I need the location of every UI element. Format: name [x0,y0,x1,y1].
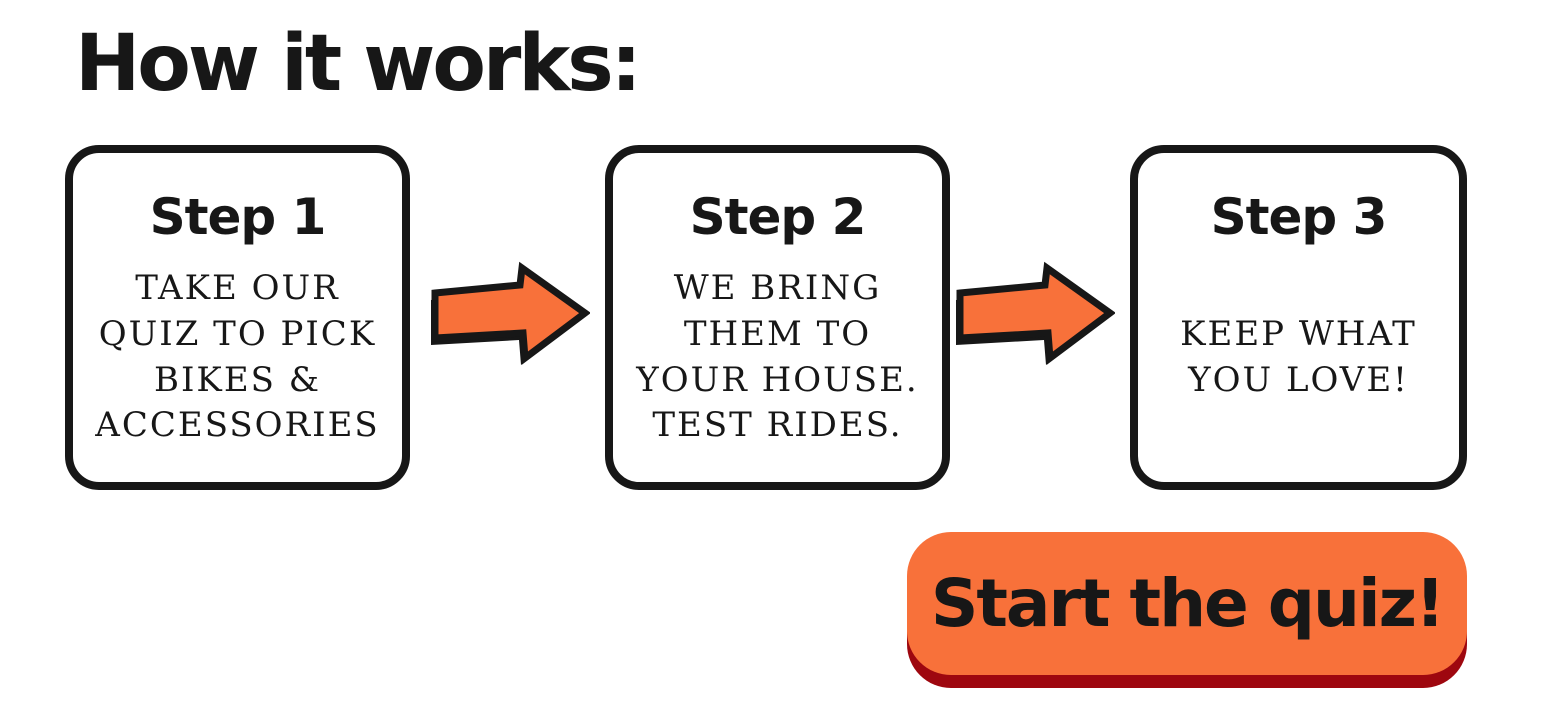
page-title: How it works: [75,19,642,109]
step-3-body-wrap: KEEP WHAT YOU LOVE! [1144,247,1453,468]
arrow-right-icon [956,261,1115,365]
arrow-right-icon [431,261,590,365]
step-3-description: KEEP WHAT YOU LOVE! [1180,313,1417,400]
step-card-2: Step 2 WE BRING THEM TO YOUR HOUSE. TEST… [605,145,950,490]
step-2-body-wrap: WE BRING THEM TO YOUR HOUSE. TEST RIDES. [619,247,936,468]
step-2-label: Step 2 [689,188,867,246]
step-1-label: Step 1 [149,188,327,246]
step-1-description: TAKE OUR QUIZ TO PICK BIKES & ACCESSORIE… [95,268,380,446]
step-3-label: Step 3 [1210,188,1388,246]
step-2-description: WE BRING THEM TO YOUR HOUSE. TEST RIDES. [636,268,919,446]
start-quiz-button[interactable]: Start the quiz! [907,532,1467,675]
step-1-body-wrap: TAKE OUR QUIZ TO PICK BIKES & ACCESSORIE… [79,247,396,468]
start-quiz-label: Start the quiz! [930,565,1445,642]
step-card-3: Step 3 KEEP WHAT YOU LOVE! [1130,145,1467,490]
step-card-1: Step 1 TAKE OUR QUIZ TO PICK BIKES & ACC… [65,145,410,490]
